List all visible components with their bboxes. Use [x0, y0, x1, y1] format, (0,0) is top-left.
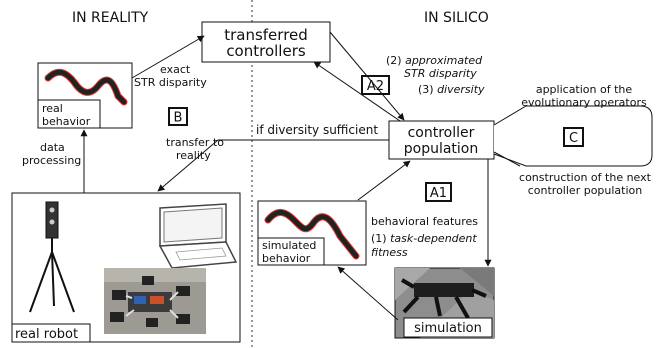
approx-str-label: (2) approximated	[386, 54, 483, 67]
task-fitness-label: (1) task-dependent	[371, 232, 477, 245]
laptop-icon	[158, 203, 238, 269]
badge-a1: A1	[425, 182, 452, 202]
simulated-behavior-box: simulated behavior	[257, 200, 367, 266]
transfer-to-reality-2: reality	[176, 149, 211, 162]
tripod-camera-icon	[29, 201, 75, 313]
svg-text:C: C	[569, 131, 578, 146]
arrow-population-to-transferred	[313, 61, 401, 122]
evolutionary-ops-label-1: application of the	[536, 83, 633, 96]
transferred-controllers-box: transferred controllers	[201, 21, 331, 63]
transferred-line2: controllers	[226, 42, 306, 60]
real-behavior-line2: behavior	[42, 115, 91, 128]
diversity-label: (3) diversity	[418, 83, 485, 96]
exact-str-label-1: exact	[160, 63, 191, 76]
data-processing-2: processing	[22, 154, 81, 167]
arrow-simulation-to-simulated-behavior	[337, 266, 399, 321]
arrows	[80, 31, 521, 321]
header-in-reality: IN REALITY	[72, 10, 149, 26]
simulated-robot-icon	[400, 278, 487, 319]
real-robot-label: real robot	[15, 327, 78, 342]
transferred-line1: transferred	[224, 26, 308, 44]
population-line1: controller	[408, 125, 475, 141]
simulation-box: simulation	[394, 267, 495, 339]
badge-b: B	[168, 107, 188, 126]
arrow-evolution-return	[493, 151, 521, 167]
if-diversity-label: if diversity sufficient	[256, 123, 378, 137]
simulation-label: simulation	[414, 321, 482, 336]
robot-photo	[104, 268, 206, 334]
real-robot-box: real robot	[11, 192, 241, 343]
badge-c: C	[563, 127, 584, 147]
construction-label-1: construction of the next	[519, 171, 652, 184]
population-line2: population	[404, 141, 479, 157]
header-in-silico: IN SILICO	[424, 10, 489, 26]
arrow-real-to-transferred	[131, 35, 205, 79]
transfer-to-reality-1: transfer to	[166, 136, 224, 149]
construction-label-2: controller population	[528, 184, 643, 197]
evolutionary-ops-label-2: evolutionary operators	[521, 96, 647, 109]
simulated-behavior-line2: behavior	[262, 252, 311, 265]
real-behavior-line1: real	[42, 102, 63, 115]
approx-str-label-2: STR disparity	[404, 67, 477, 80]
exact-str-label-2: STR disparity	[134, 76, 207, 89]
controller-population-box: controller population	[388, 120, 495, 160]
arrow-transferred-to-population	[329, 31, 405, 121]
task-fitness-label-2: fitness	[371, 246, 408, 259]
simulated-behavior-line1: simulated	[262, 239, 316, 252]
real-behavior-box: real behavior	[37, 62, 133, 129]
svg-text:A1: A1	[430, 186, 447, 201]
svg-text:B: B	[174, 111, 183, 126]
badge-a2: A2	[361, 75, 390, 95]
arrow-simulated-behavior-to-population	[357, 160, 411, 201]
data-processing-1: data	[40, 141, 65, 154]
arrow-population-to-real-robot	[157, 139, 389, 192]
behavioral-features-label: behavioral features	[371, 215, 478, 228]
